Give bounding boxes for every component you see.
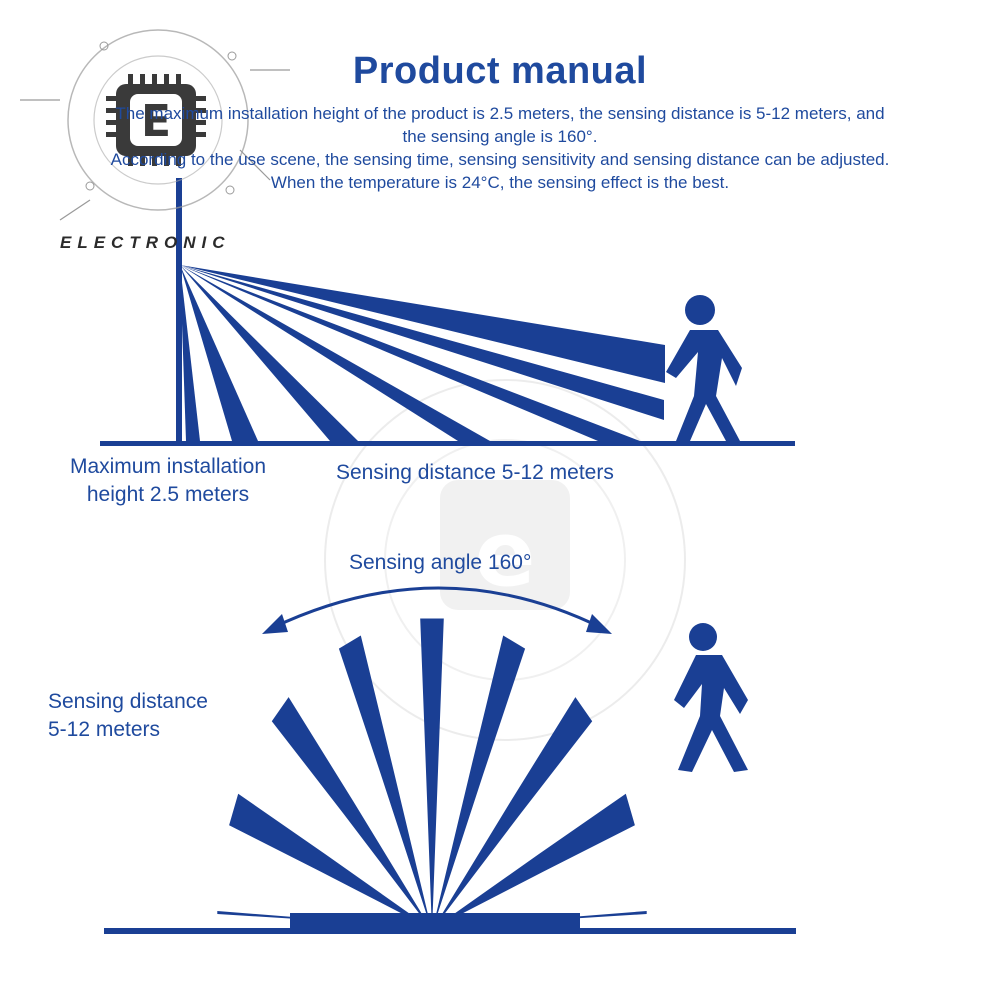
brand-text: ELECTRONIC xyxy=(60,233,231,252)
fan-wedge xyxy=(420,618,444,921)
beam-7 xyxy=(180,265,200,441)
top-distance-label: Sensing distance 5-12 meters xyxy=(48,688,208,744)
beam-3 xyxy=(180,265,640,441)
fan-wedge xyxy=(338,635,430,922)
sensing-fan xyxy=(217,618,647,929)
product-description: The maximum installation height of the p… xyxy=(40,102,960,194)
walking-person-icon xyxy=(674,623,748,772)
description-line: According to the use scene, the sensing … xyxy=(110,150,890,169)
description-line: The maximum installation height of the p… xyxy=(115,104,885,123)
description-line: When the temperature is 24°C, the sensin… xyxy=(270,173,730,192)
label-line: height 2.5 meters xyxy=(86,483,250,506)
beam-4 xyxy=(180,265,490,441)
double-arrow-arc-icon xyxy=(271,586,603,630)
beam-1 xyxy=(180,265,665,383)
watermark-logo: e xyxy=(324,379,686,741)
ground-line-top xyxy=(100,441,795,446)
beam-2 xyxy=(180,265,664,420)
fan-wedge xyxy=(438,793,635,926)
page-title: Product manual xyxy=(352,50,648,92)
description-line: the sensing angle is 160°. xyxy=(402,127,598,146)
label-line: Maximum installation xyxy=(69,455,267,478)
fan-wedge xyxy=(434,635,526,922)
svg-text:e: e xyxy=(474,502,535,607)
side-distance-label: Sensing distance 5-12 meters xyxy=(336,461,614,484)
side-view xyxy=(100,178,795,446)
label-line: 5-12 meters xyxy=(48,718,161,741)
sensor-base xyxy=(290,913,580,929)
fan-wedge xyxy=(229,793,426,926)
top-view xyxy=(104,586,796,934)
label-line: Sensing distance xyxy=(48,690,208,713)
svg-text:E: E xyxy=(141,96,171,147)
beam-5 xyxy=(180,265,358,441)
chip-logo-icon: E xyxy=(20,29,290,221)
fan-wedge xyxy=(436,697,593,924)
installation-height-label: Maximum installation height 2.5 meters xyxy=(48,453,288,509)
ground-line-bottom xyxy=(104,928,796,934)
sensing-angle-label: Sensing angle 160° xyxy=(349,551,532,574)
fan-wedge xyxy=(271,697,428,924)
walking-person-icon xyxy=(666,295,742,441)
mounting-pole xyxy=(176,178,182,444)
beam-6 xyxy=(180,265,258,441)
